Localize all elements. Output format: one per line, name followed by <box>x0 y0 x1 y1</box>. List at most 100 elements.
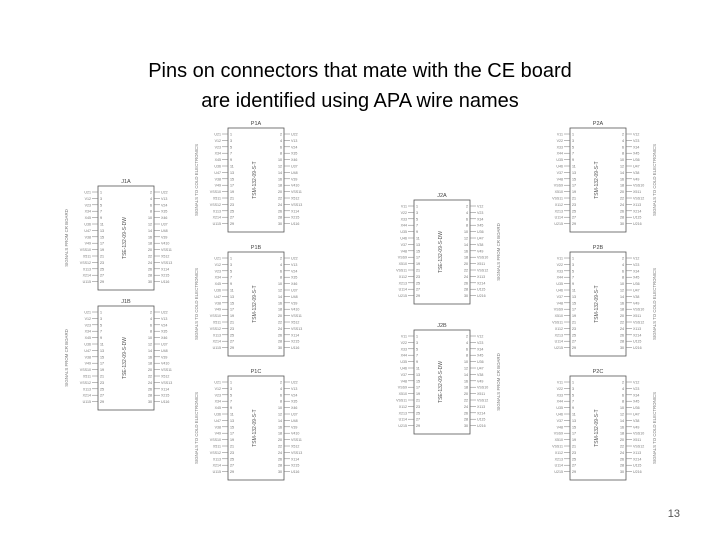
pin-number: 21 <box>230 197 234 201</box>
pin-number: 2 <box>622 133 624 137</box>
pin-number: 13 <box>572 171 576 175</box>
pin-number: 22 <box>464 269 468 273</box>
pin-number: 7 <box>572 400 574 404</box>
net-name: V11 <box>557 133 563 137</box>
pin-number: 6 <box>280 145 282 149</box>
net-name: X34 <box>633 269 639 273</box>
net-name: X44 <box>557 400 563 404</box>
pin-number: 19 <box>572 314 576 318</box>
pin-number: 29 <box>572 470 576 474</box>
pin-number: 23 <box>416 405 420 409</box>
pin-number: 10 <box>278 406 282 410</box>
pin-number: 5 <box>100 323 102 327</box>
pin-number: 6 <box>280 393 282 397</box>
net-name: VSS11 <box>552 197 563 201</box>
connector-ref: P1C <box>251 369 262 375</box>
net-name: X214 <box>213 464 221 468</box>
pin-number: 9 <box>572 406 574 410</box>
pin-number: 20 <box>620 438 624 442</box>
pin-number: 25 <box>100 387 104 391</box>
net-name: X35 <box>161 210 167 214</box>
pin-number: 9 <box>230 406 232 410</box>
pin-number: 5 <box>416 347 418 351</box>
pin-number: 8 <box>622 152 624 156</box>
pin-number: 8 <box>280 276 282 280</box>
connector-side-label: SIGNALS TO COLD ELECTRONICS <box>652 144 657 216</box>
pin-number: 11 <box>100 223 104 227</box>
pin-number: 7 <box>100 210 102 214</box>
pin-number: 10 <box>620 158 624 162</box>
pin-number: 16 <box>278 177 282 181</box>
pin-number: 20 <box>278 314 282 318</box>
pin-number: 30 <box>148 400 152 404</box>
net-name: V38 <box>633 171 639 175</box>
pin-number: 26 <box>620 457 624 461</box>
pin-number: 7 <box>230 276 232 280</box>
net-name: X34 <box>215 152 221 156</box>
pin-number: 11 <box>572 165 576 169</box>
net-name: X213 <box>399 411 407 415</box>
pin-number: 29 <box>572 222 576 226</box>
pin-number: 14 <box>464 373 468 377</box>
net-name: U114 <box>399 288 407 292</box>
pin-number: 19 <box>230 438 234 442</box>
pin-number: 6 <box>622 393 624 397</box>
net-name: VSS11 <box>161 368 172 372</box>
net-name: X113 <box>213 457 221 461</box>
net-name: V13 <box>161 317 167 321</box>
pin-number: 26 <box>620 209 624 213</box>
net-name: X34 <box>215 276 221 280</box>
pin-number: 6 <box>466 217 468 221</box>
net-name: U48 <box>161 349 168 353</box>
page-number: 13 <box>667 508 680 520</box>
connector-part-number: TSE-132-09-S-DW <box>122 217 128 259</box>
pin-number: 25 <box>416 281 420 285</box>
net-name: U216 <box>633 470 642 474</box>
pin-number: 7 <box>572 152 574 156</box>
net-name: X34 <box>85 210 91 214</box>
net-name: U46 <box>400 237 407 241</box>
net-name: X44 <box>557 276 563 280</box>
pin-number: 14 <box>620 419 624 423</box>
net-name: VSS12 <box>80 381 91 385</box>
pin-number: 1 <box>230 133 232 137</box>
pin-number: 19 <box>572 438 576 442</box>
net-name: U114 <box>555 216 563 220</box>
pin-number: 27 <box>230 216 234 220</box>
net-name: V410 <box>291 184 299 188</box>
net-name: U37 <box>161 223 168 227</box>
net-name: V49 <box>633 301 639 305</box>
net-name: X113 <box>633 327 641 331</box>
pin-number: 11 <box>572 289 576 293</box>
net-name: V37 <box>557 295 563 299</box>
pin-number: 24 <box>464 405 468 409</box>
net-name: U215 <box>554 470 563 474</box>
net-name: X512 <box>161 255 169 259</box>
pin-number: 13 <box>230 419 234 423</box>
pin-number: 10 <box>620 406 624 410</box>
pin-number: 5 <box>100 203 102 207</box>
pin-number: 25 <box>572 333 576 337</box>
pin-number: 9 <box>572 282 574 286</box>
pin-number: 9 <box>416 360 418 364</box>
net-name: X45 <box>633 152 639 156</box>
net-name: U35 <box>556 158 563 162</box>
pin-number: 15 <box>100 355 104 359</box>
pin-number: 24 <box>620 451 624 455</box>
net-name: U36 <box>477 230 484 234</box>
net-name: X213 <box>399 281 407 285</box>
net-name: X113 <box>213 209 221 213</box>
net-name: VSS12 <box>633 197 644 201</box>
net-name: U36 <box>477 360 484 364</box>
pin-number: 22 <box>148 375 152 379</box>
net-name: V38 <box>215 425 221 429</box>
net-name: X214 <box>477 411 485 415</box>
net-name: U47 <box>84 229 91 233</box>
net-name: V23 <box>215 269 221 273</box>
pin-number: 2 <box>466 205 468 209</box>
net-name: V38 <box>477 373 483 377</box>
net-name: U116 <box>291 346 299 350</box>
